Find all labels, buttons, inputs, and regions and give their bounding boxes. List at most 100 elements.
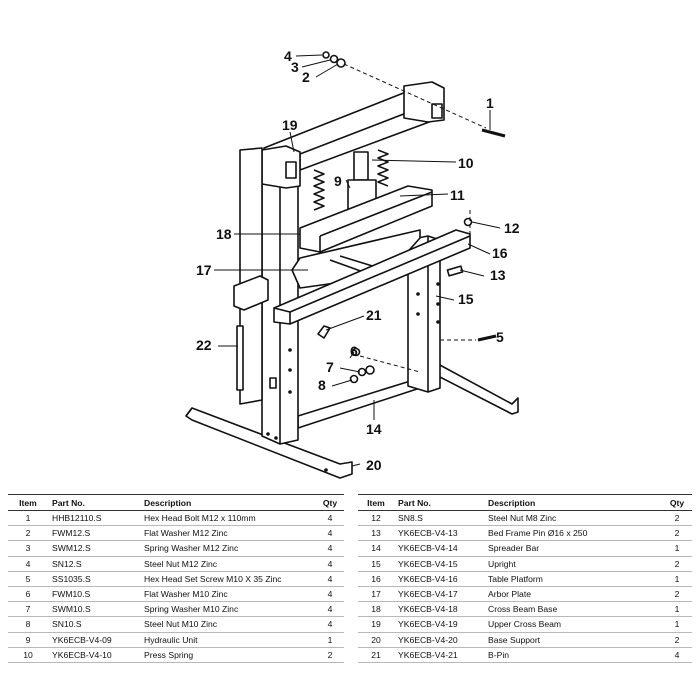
callout-14: 14	[366, 421, 382, 437]
cell-description: Hex Head Set Screw M10 X 35 Zinc	[140, 571, 316, 587]
cell-part-no: SS1035.S	[48, 571, 140, 587]
cell-part-no: YK6ECB-V4-21	[394, 647, 484, 663]
cell-description: Cross Beam Base	[484, 601, 662, 618]
cell-item: 14	[358, 540, 394, 557]
cell-qty: 4	[316, 601, 344, 618]
cell-description: Flat Washer M12 Zinc	[140, 525, 316, 542]
spreader-bar	[297, 377, 421, 429]
callout-9: 9	[334, 173, 342, 189]
cell-item: 1	[8, 510, 48, 527]
cell-qty: 1	[662, 540, 692, 557]
cell-qty: 4	[316, 540, 344, 557]
cell-item: 12	[358, 510, 394, 527]
callout-7: 7	[326, 359, 334, 375]
exploded-press-diagram: 1 2 3 4 5 6 7 8 9 10 11 12 13 14 15 16 1…	[185, 48, 520, 479]
callout-20: 20	[366, 457, 382, 473]
header-part-no: Part No.	[394, 494, 484, 511]
table-channel-left	[233, 275, 269, 311]
callout-3: 3	[291, 59, 299, 75]
cell-item: 16	[358, 571, 394, 587]
cell-part-no: YK6ECB-V4-09	[48, 632, 140, 648]
header-part-no: Part No.	[48, 494, 140, 511]
cell-part-no: SWM12.S	[48, 540, 140, 557]
cell-part-no: YK6ECB-V4-19	[394, 616, 484, 633]
cell-part-no: YK6ECB-V4-15	[394, 556, 484, 572]
cell-qty: 2	[662, 586, 692, 603]
cell-description: Bed Frame Pin Ø16 x 250	[484, 525, 662, 542]
rod	[236, 325, 244, 391]
cross-beam-base	[299, 185, 433, 253]
callout-15: 15	[458, 291, 474, 307]
cell-part-no: FWM10.S	[48, 586, 140, 603]
cell-description: B-Pin	[484, 647, 662, 663]
cell-description: Base Support	[484, 632, 662, 648]
callout-22: 22	[196, 337, 212, 353]
callout-6: 6	[350, 343, 358, 359]
cell-qty: 1	[316, 632, 344, 648]
cell-item: 19	[358, 616, 394, 633]
cell-description: Hex Head Bolt M12 x 110mm	[140, 510, 316, 527]
header-qty: Qty	[662, 494, 692, 511]
cell-description: Upper Cross Beam	[484, 616, 662, 633]
cell-description: Arbor Plate	[484, 586, 662, 603]
cell-qty: 4	[316, 616, 344, 633]
cell-item: 5	[8, 571, 48, 587]
cell-item: 9	[8, 632, 48, 648]
cell-description: Spreader Bar	[484, 540, 662, 557]
cell-description: Flat Washer M10 Zinc	[140, 586, 316, 603]
cell-part-no: YK6ECB-V4-17	[394, 586, 484, 603]
callout-4: 4	[284, 48, 292, 64]
callout-2: 2	[302, 69, 310, 85]
cell-qty: 2	[316, 647, 344, 663]
base-support-rear	[437, 363, 519, 415]
cell-item: 10	[8, 647, 48, 663]
cell-item: 2	[8, 525, 48, 542]
press-spring-left	[313, 169, 325, 211]
cell-part-no: SN10.S	[48, 616, 140, 633]
press-spring-right	[377, 149, 389, 187]
cell-part-no: YK6ECB-V4-14	[394, 540, 484, 557]
cell-item: 6	[8, 586, 48, 603]
header-item: Item	[8, 494, 48, 511]
cell-part-no: YK6ECB-V4-18	[394, 601, 484, 618]
bed-frame-pin	[446, 265, 464, 277]
cell-item: 7	[8, 601, 48, 618]
cell-qty: 2	[662, 510, 692, 527]
header-item: Item	[358, 494, 394, 511]
callout-19: 19	[282, 117, 298, 133]
callout-13: 13	[490, 267, 506, 283]
cell-description: Spring Washer M10 Zinc	[140, 601, 316, 618]
callout-5: 5	[496, 329, 504, 345]
cell-part-no: SN12.S	[48, 556, 140, 572]
cell-qty: 4	[316, 556, 344, 572]
cell-qty: 4	[316, 586, 344, 603]
cell-part-no: FWM12.S	[48, 525, 140, 542]
cell-description: Press Spring	[140, 647, 316, 663]
cell-description: Steel Nut M8 Zinc	[484, 510, 662, 527]
cell-item: 13	[358, 525, 394, 542]
cell-qty: 1	[662, 616, 692, 633]
cell-part-no: YK6ECB-V4-10	[48, 647, 140, 663]
cell-item: 17	[358, 586, 394, 603]
cell-qty: 4	[662, 647, 692, 663]
cell-part-no: YK6ECB-V4-20	[394, 632, 484, 648]
